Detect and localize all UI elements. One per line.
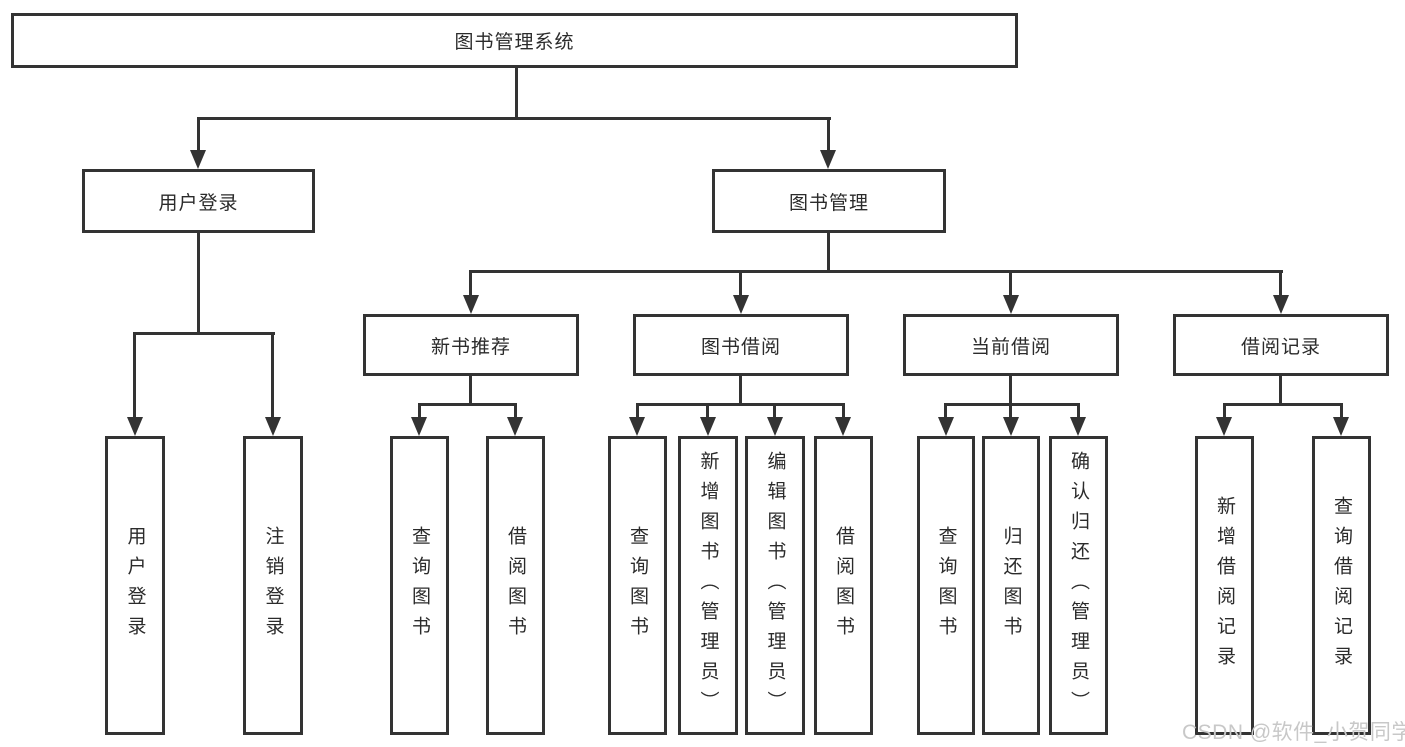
leaf-return-book: 归还图书 [982,436,1040,735]
arrowhead-leaf-edit-book [767,417,783,436]
arrowhead-user-login [190,150,206,169]
node-book-borrowing: 图书借阅 [633,314,849,376]
leaf-label: 查询图书 [935,525,957,646]
arrowhead-leaf-add-book [700,417,716,436]
leaf-logout-login: 注销登录 [243,436,303,735]
leaf-confirm-return-admin: 确认归还（管理员） [1049,436,1108,735]
edge-to-borrowing-records [1279,272,1282,296]
arrowhead-leaf-logout [265,417,281,436]
arrowhead-new-book-rec [463,295,479,314]
leaf-query-books-1: 查询图书 [390,436,449,735]
arrowhead-borrowing-records [1273,295,1289,314]
arrowhead-book-borrowing [733,295,749,314]
leaf-query-borrow-record: 查询借阅记录 [1312,436,1371,735]
edge-current-borrowing-rail [944,403,1080,406]
arrowhead-leaf-query-books-1 [411,417,427,436]
leaf-label: 新增图书（管理员） [697,450,719,721]
node-library-management-system: 图书管理系统 [11,13,1018,68]
edge-root-stem [515,68,518,118]
leaf-label: 新增借阅记录 [1214,495,1235,676]
node-label: 用户登录 [158,192,239,214]
edge-to-leaf-add-borrow-record [1223,405,1226,418]
leaf-label: 借阅图书 [833,525,854,646]
edge-to-leaf-query-books-1 [418,405,421,418]
edge-to-new-book-rec [469,272,472,296]
leaf-edit-book-admin: 编辑图书（管理员） [745,436,805,735]
edge-book-borrowing-rail [636,403,845,406]
edge-to-leaf-edit-book [773,405,776,418]
leaf-label: 查询图书 [627,525,648,646]
leaf-query-books-3: 查询图书 [917,436,975,735]
edge-book-management-stem [827,233,830,271]
leaf-add-borrow-record: 新增借阅记录 [1195,436,1254,735]
edge-to-leaf-return-book [1009,405,1012,418]
node-current-borrowing: 当前借阅 [903,314,1119,376]
edge-to-leaf-borrow-books-1 [514,405,517,418]
leaf-label: 注销登录 [262,525,284,646]
leaf-query-books-2: 查询图书 [608,436,667,735]
leaf-label: 归还图书 [1000,525,1022,646]
arrowhead-leaf-add-borrow-record [1216,417,1232,436]
node-label: 当前借阅 [970,336,1051,358]
arrowhead-book-management [820,150,836,169]
edge-borrowing-records-stem [1279,376,1282,404]
edge-to-leaf-query-borrow-record [1340,405,1343,418]
arrowhead-leaf-return-book [1003,417,1019,436]
arrowhead-leaf-query-books-2 [629,417,645,436]
node-label: 图书借阅 [700,336,781,358]
edge-to-leaf-logout [271,334,274,418]
leaf-label: 查询图书 [409,525,430,646]
arrowhead-leaf-query-borrow-record [1333,417,1349,436]
leaf-label: 查询借阅记录 [1331,495,1352,676]
edge-book-borrowing-stem [739,376,742,404]
node-label: 图书管理 [788,192,869,214]
node-book-management: 图书管理 [712,169,946,233]
leaf-label: 用户登录 [124,525,146,646]
arrowhead-leaf-query-books-3 [938,417,954,436]
leaf-user-login: 用户登录 [105,436,165,735]
edge-to-leaf-user-login [133,334,136,418]
node-label: 图书管理系统 [454,32,575,53]
edge-user-login-stem [197,233,200,333]
edge-root-to-book-management [827,118,830,152]
arrowhead-leaf-user-login [127,417,143,436]
edge-to-current-borrowing [1009,272,1012,296]
edge-borrowing-records-rail [1223,403,1343,406]
edge-root-to-user-login [197,118,200,152]
edge-root-rail [197,117,831,120]
leaf-borrow-books-1: 借阅图书 [486,436,545,735]
edge-new-book-rec-rail [418,403,517,406]
leaf-label: 确认归还（管理员） [1068,450,1089,721]
edge-to-leaf-borrow-books-2 [842,405,845,418]
edge-new-book-rec-stem [469,376,472,404]
arrowhead-leaf-borrow-books-2 [835,417,851,436]
node-new-book-recommendation: 新书推荐 [363,314,579,376]
edge-user-login-rail [133,332,275,335]
csdn-watermark: CSDN @软件_小贺同学 [1182,721,1405,744]
leaf-add-book-admin: 新增图书（管理员） [678,436,738,735]
leaf-borrow-books-2: 借阅图书 [814,436,873,735]
leaf-label: 编辑图书（管理员） [764,450,786,721]
edge-to-leaf-query-books-3 [944,405,947,418]
edge-to-leaf-add-book [706,405,709,418]
edge-current-borrowing-stem [1009,376,1012,404]
node-label: 借阅记录 [1240,336,1321,358]
arrowhead-current-borrowing [1003,295,1019,314]
arrowhead-leaf-borrow-books-1 [507,417,523,436]
edge-book-management-rail [469,270,1283,273]
arrowhead-leaf-confirm-return [1070,417,1086,436]
node-label: 新书推荐 [430,336,511,358]
node-borrowing-records: 借阅记录 [1173,314,1389,376]
edge-to-leaf-confirm-return [1077,405,1080,418]
node-user-login: 用户登录 [82,169,315,233]
leaf-label: 借阅图书 [505,525,526,646]
edge-to-leaf-query-books-2 [636,405,639,418]
edge-to-book-borrowing [739,272,742,296]
